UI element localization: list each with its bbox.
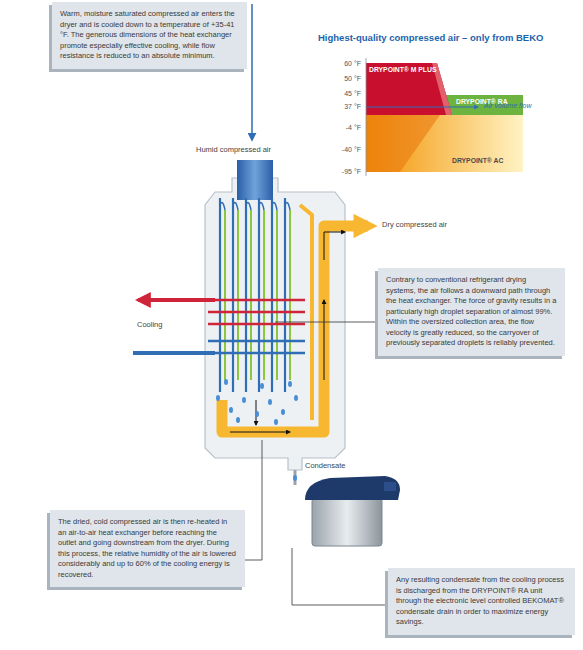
droplet: [268, 399, 272, 405]
axis-tick: -95 °F: [342, 168, 361, 176]
cooling-tube: [258, 198, 260, 392]
cooling-tube: [245, 198, 247, 392]
refrigerant-tube: [208, 340, 305, 343]
bekomat-drain: [293, 470, 400, 546]
axis-tick: 37 °F: [344, 103, 361, 111]
dry-air-path: [222, 205, 368, 432]
dry-air-duct: [222, 226, 368, 432]
band-label: DRYPOINT® M PLUS: [369, 66, 436, 74]
refrigerant-tube: [208, 352, 305, 355]
flow-label: Dry compressed air: [382, 221, 447, 230]
note-box: Contrary to conventional refrigerant dry…: [378, 268, 565, 356]
air-tube: [237, 210, 239, 380]
droplet: [229, 407, 233, 413]
tube-bend: [259, 202, 264, 210]
note-text: Warm, moisture saturated compressed air …: [60, 9, 239, 62]
drain-connector: [384, 482, 396, 491]
air-tube: [224, 210, 226, 380]
refrigerant-tube: [208, 323, 305, 326]
tube-bend: [233, 202, 238, 210]
cooling-tube: [284, 198, 286, 392]
inlet-arrow: [251, 4, 253, 140]
axis-tick: 60 °F: [344, 60, 361, 68]
flow-label: Cooling: [137, 321, 162, 330]
chart-title: Highest-quality compressed air – only fr…: [318, 33, 543, 44]
axis-tick: -4 °F: [346, 124, 361, 132]
tube-bend: [272, 202, 277, 210]
refrigerant-tube: [208, 311, 305, 314]
ac-shade: [366, 115, 440, 172]
air-tube: [276, 210, 278, 380]
note-text: Any resulting condensate from the coolin…: [396, 575, 567, 628]
x-axis-arrow: [366, 107, 478, 108]
dry-air-return: [300, 205, 312, 420]
droplet: [274, 419, 278, 425]
heat-exchanger-tubes: [208, 198, 305, 392]
air-tube: [289, 210, 291, 380]
droplet: [255, 411, 259, 417]
axis-tick: -40 °F: [342, 146, 361, 154]
leader-lines: [245, 4, 388, 605]
drain-pipe: [294, 470, 297, 485]
refrigerant-circuit: [133, 300, 215, 353]
leader-line: [292, 548, 388, 605]
refrigerant-in: [133, 351, 215, 355]
axis-tick: 45 °F: [344, 90, 361, 98]
refrigerant-out: [138, 298, 215, 302]
flow-label: Humid compressed air: [196, 146, 271, 155]
droplet: [224, 379, 228, 385]
leader-line: [245, 440, 262, 560]
droplet: [288, 381, 292, 387]
note-text: The dried, cold compressed air is then r…: [58, 517, 237, 580]
flow-arrow: [324, 232, 345, 260]
band-label: DRYPOINT® AC: [452, 157, 503, 165]
droplet: [294, 395, 298, 401]
droplet: [281, 409, 285, 415]
condensate-droplets: [216, 379, 298, 425]
note-box: Warm, moisture saturated compressed air …: [52, 2, 247, 69]
note-box: The dried, cold compressed air is then r…: [50, 510, 245, 587]
droplet: [242, 397, 246, 403]
droplet: [236, 417, 240, 423]
droplet: [293, 475, 297, 481]
tube-bend: [220, 202, 225, 210]
refrigerant-tube: [208, 299, 305, 302]
range-chart: [366, 58, 523, 176]
flow-label: Condensate: [305, 462, 345, 471]
air-tube: [250, 210, 252, 380]
y-axis: [366, 58, 367, 176]
drain-body: [312, 498, 382, 546]
cooling-tube: [219, 198, 221, 392]
flow-arrow: [230, 432, 290, 433]
droplet: [216, 395, 220, 401]
axis-label: Air volume flow: [484, 102, 531, 110]
inlet-pipe: [237, 160, 273, 200]
tube-bend: [246, 202, 251, 210]
tube-bend: [285, 202, 290, 210]
ac-band: [366, 115, 523, 172]
cooling-tube: [232, 198, 234, 392]
note-text: Contrary to conventional refrigerant dry…: [386, 275, 557, 349]
leader-line: [275, 322, 378, 323]
drain-cap: [305, 476, 400, 500]
flow-arrow: [324, 300, 325, 380]
axis-tick: 50 °F: [344, 75, 361, 83]
droplet: [260, 383, 264, 389]
cooling-tube: [271, 198, 273, 392]
note-box: Any resulting condensate from the coolin…: [388, 568, 575, 635]
air-tube: [263, 210, 265, 380]
